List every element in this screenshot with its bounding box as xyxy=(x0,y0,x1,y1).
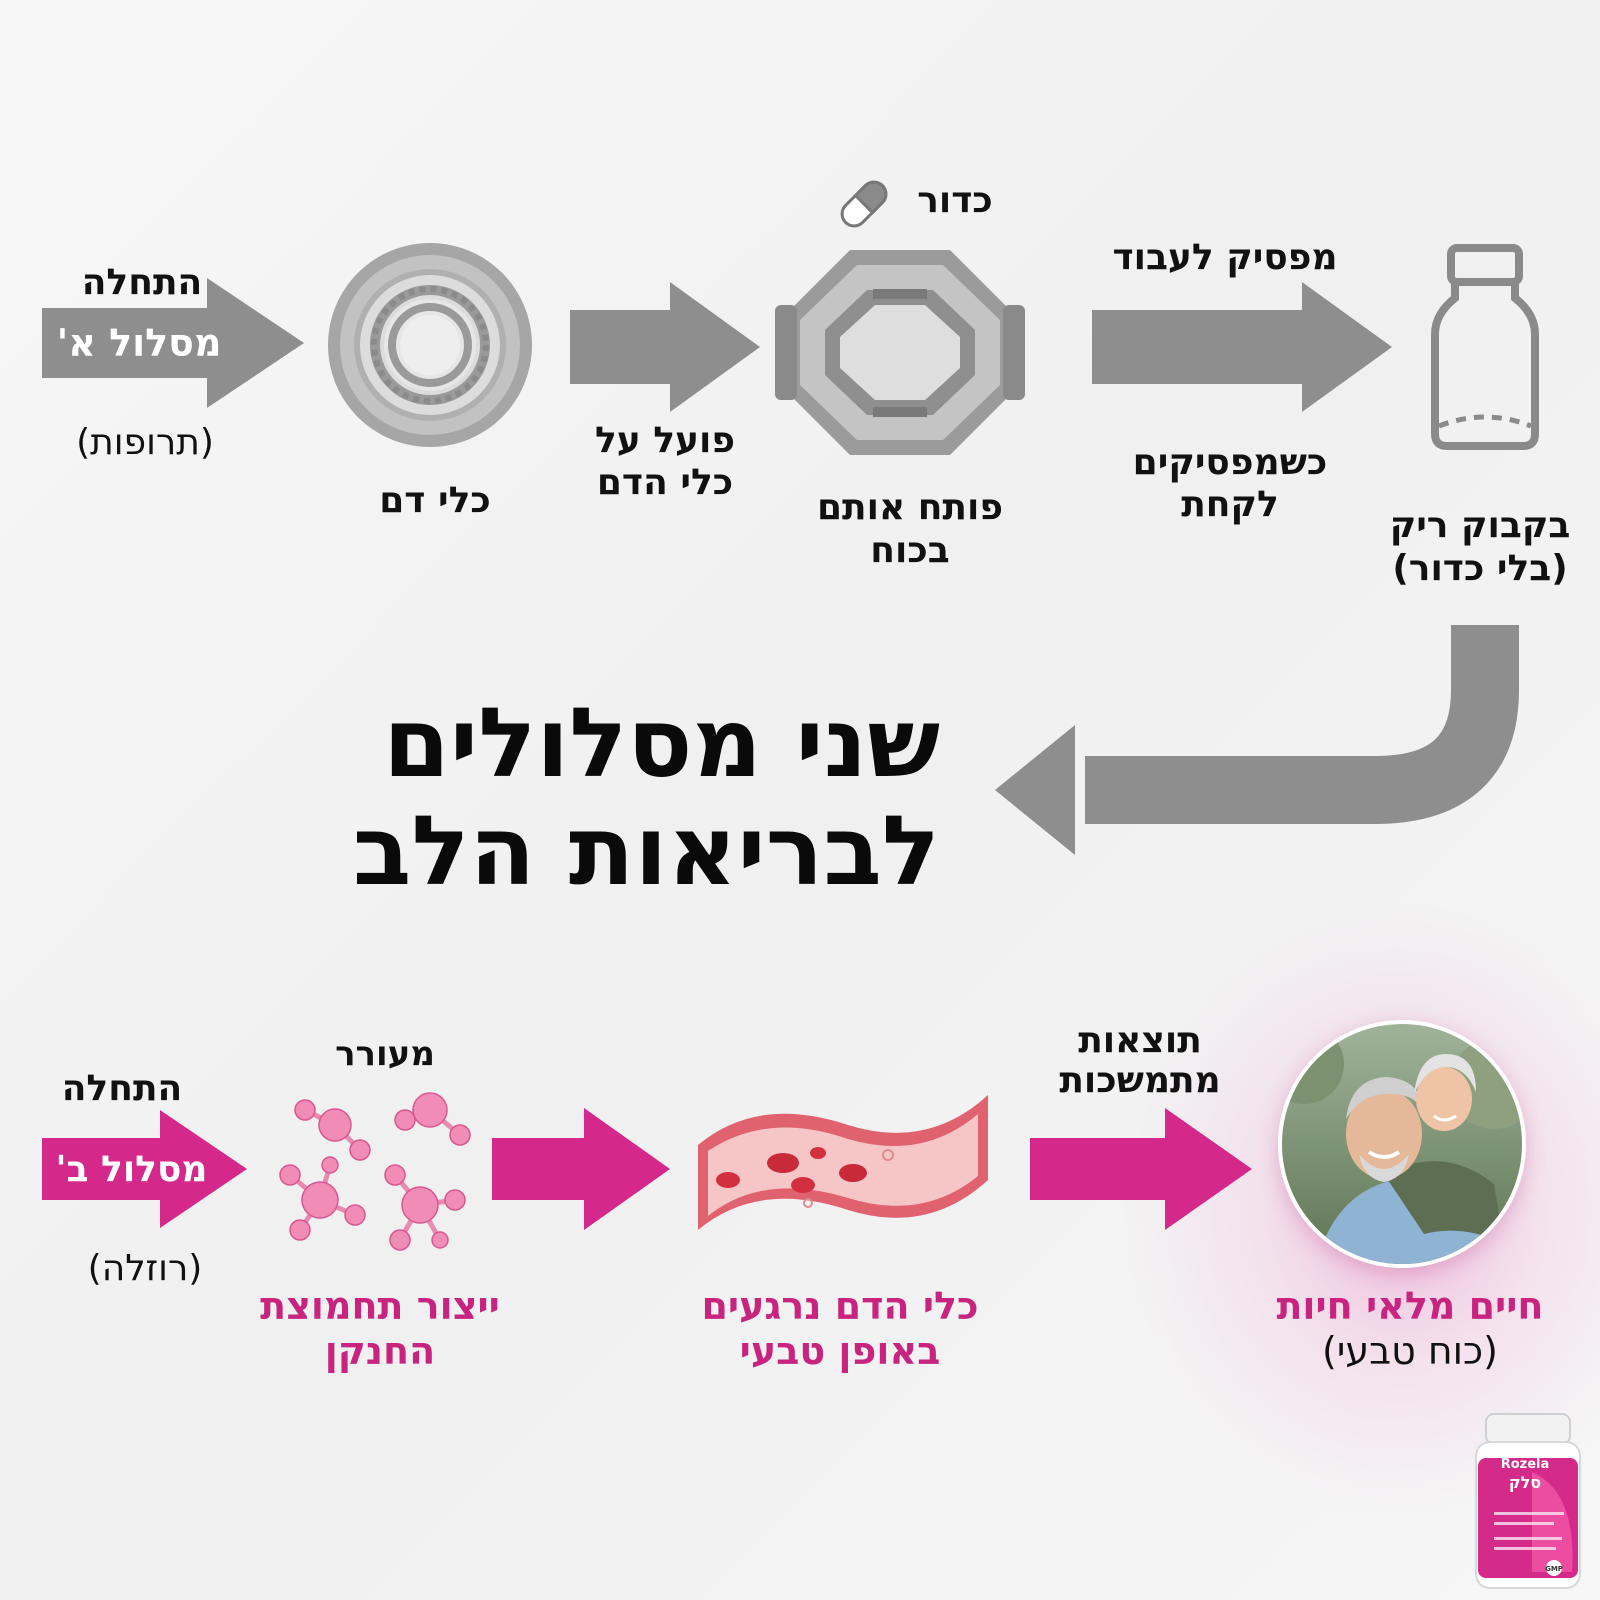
empty-bottle-icon xyxy=(1431,244,1539,450)
relaxed-vessel-label-line1: כלי הדם נרגעים xyxy=(701,1284,979,1328)
route-a-arrow-1 xyxy=(570,282,760,412)
route-a-start-label: התחלה xyxy=(81,262,203,303)
arrow-1-label-line2: כלי הדם xyxy=(596,462,734,503)
route-a-sub-label: (תרופות) xyxy=(76,422,214,463)
route-b-arrow-2 xyxy=(1030,1108,1252,1230)
molecule-label-line1: ייצור תחמוצת xyxy=(260,1284,500,1328)
route-a-arrow-2 xyxy=(1092,282,1392,412)
route-b-banner: מסלול ב' xyxy=(55,1148,208,1190)
pill-label: כדור xyxy=(917,180,993,221)
arrow-2-top-label: מפסיק לעבוד xyxy=(1112,237,1338,278)
arrow-2-bottom-line2: לקחת xyxy=(1181,484,1279,525)
molecule-top-label: מעורר xyxy=(335,1034,435,1074)
arrow-2-bottom-line1: כשמפסיקים xyxy=(1132,442,1328,483)
arrow-b2-top-line1: תוצאות xyxy=(1078,1020,1202,1061)
result-label-line1: חיים מלאי חיות xyxy=(1276,1284,1544,1328)
route-b-arrow-1 xyxy=(492,1108,670,1230)
relaxed-vessel-label-line2: באופן טבעי xyxy=(739,1329,941,1373)
forced-open-vessel-icon xyxy=(775,250,1025,455)
relaxed-vessel-icon xyxy=(698,1095,988,1230)
product-brand: Rozela xyxy=(1500,1457,1550,1472)
molecule-label-line2: החנקן xyxy=(324,1329,436,1373)
main-title: שני מסלולים לבריאות הלב xyxy=(250,687,940,907)
route-a-start-arrow xyxy=(42,278,304,408)
title-line2: לבריאות הלב xyxy=(352,794,940,907)
route-a-banner: מסלול א' xyxy=(56,321,222,365)
product-badge: GMP xyxy=(1545,1565,1563,1573)
vessel-cross-section-icon xyxy=(328,243,532,447)
u-turn-arrow xyxy=(995,625,1519,855)
arrow-1-label-line1: פועל על xyxy=(594,420,736,461)
bottle-label-line2: (בלי כדור) xyxy=(1392,548,1568,589)
forced-open-label-line2: בכוח xyxy=(870,530,950,571)
route-b-sub-label: (רוזלה) xyxy=(87,1248,203,1289)
route-b-start-label: התחלה xyxy=(61,1068,183,1109)
route-b-start-arrow xyxy=(42,1110,247,1228)
pill-icon xyxy=(840,180,888,228)
rozela-product-bottle xyxy=(1475,1413,1581,1589)
arrow-b2-top-line2: מתמשכות xyxy=(1059,1060,1221,1101)
vessel-label: כלי דם xyxy=(379,480,491,521)
happy-couple-photo xyxy=(1278,1020,1526,1268)
product-name: סלק xyxy=(1508,1473,1542,1492)
bottle-label-line1: בקבוק ריק xyxy=(1389,505,1571,546)
result-label-line2: (כוח טבעי) xyxy=(1322,1329,1498,1373)
forced-open-label-line1: פותח אותם xyxy=(816,487,1004,528)
title-line1: שני מסלולים xyxy=(383,687,940,799)
molecules-icon xyxy=(279,1092,471,1251)
